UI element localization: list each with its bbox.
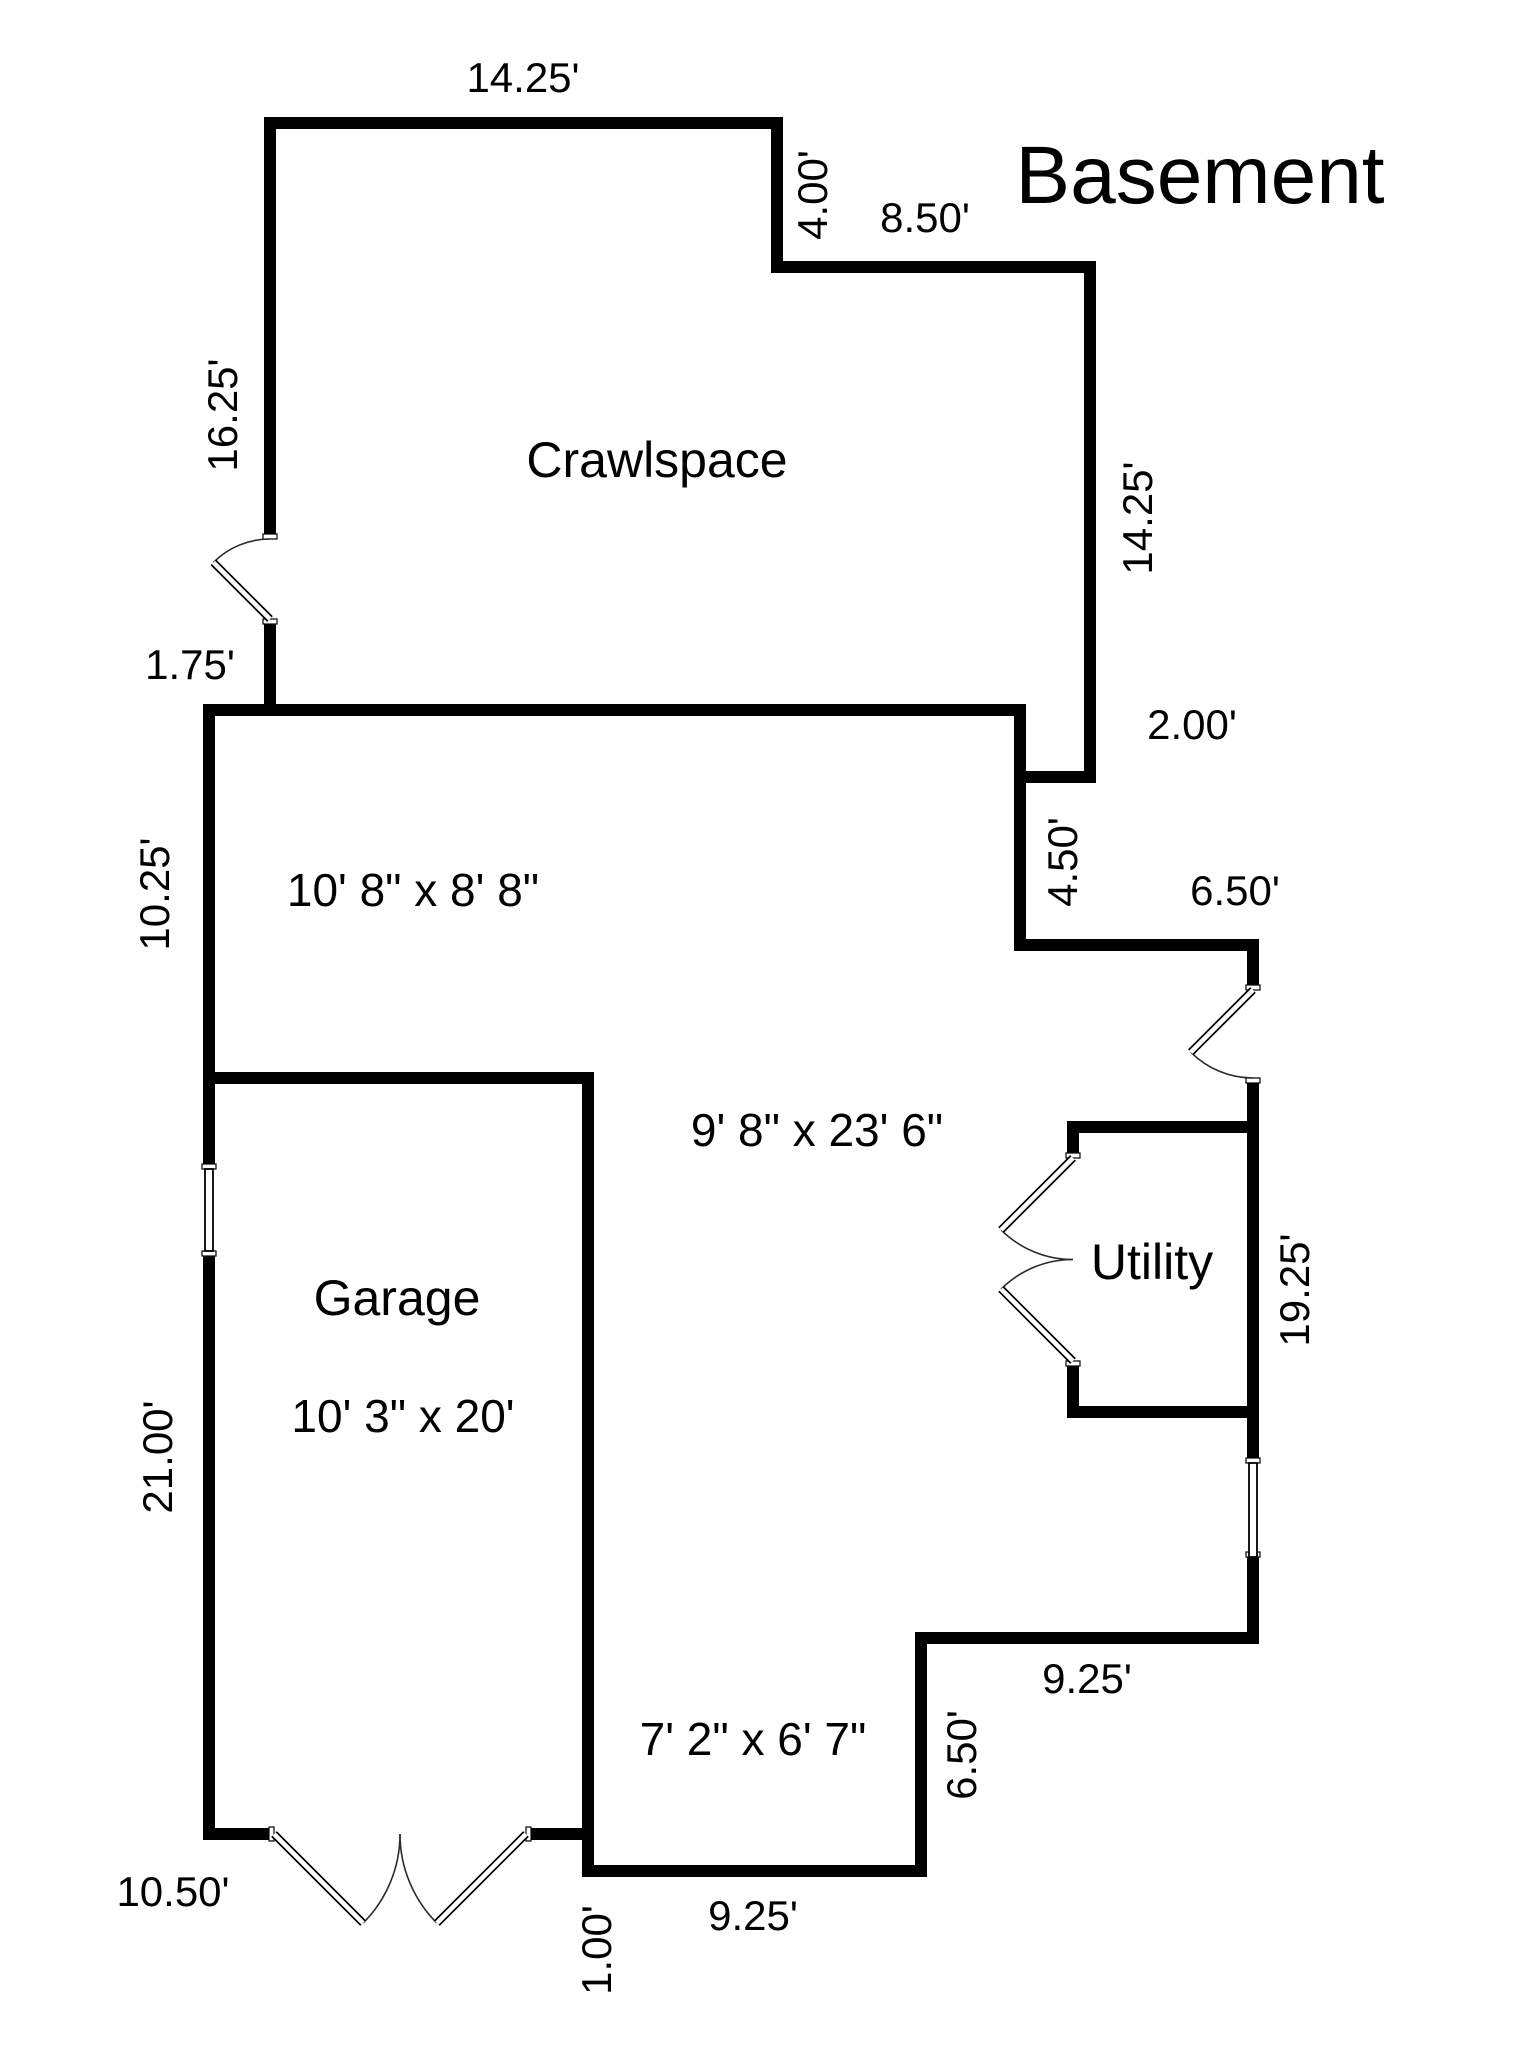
wall-crawlspace-left-lower [264,619,276,716]
wall-utility-left-lower [1067,1361,1079,1418]
page-title: Basement [1015,130,1384,221]
wall-right-middle [1247,1078,1259,1463]
wall-crawlspace-step-vertical [771,117,783,273]
dim-crawl-top-width: 14.25' [466,54,579,101]
wall-crawlspace-offset [1014,771,1096,783]
wall-utility-bottom [1067,1406,1259,1418]
wall-right-door-stub [1247,939,1259,990]
dim-right-upper-height: 4.50' [1039,817,1086,907]
labels: Basement 14.25' 4.00' 8.50' 16.25' 14.25… [116,54,1384,1995]
walls [203,117,1259,1877]
dim-upper-left-height: 10.25' [131,837,178,950]
room-size-garage: 10' 3" x 20' [291,1390,514,1442]
wall-garage-top [203,1072,594,1084]
dim-right-step-width: 6.50' [1190,867,1280,914]
utility-door-leaf-bottom-fill [999,1287,1075,1363]
wall-utility-left-upper [1067,1121,1079,1158]
utility-door-leaf-top-fill [999,1156,1075,1232]
utility-door-swing-arc-top [1000,1229,1074,1261]
dim-bottom-step-height: 1.00' [573,1905,620,1995]
wall-crawlspace-right [1084,261,1096,783]
wall-garage-bottom-left [203,1828,274,1840]
garage-window [204,1168,214,1252]
wall-main-left [203,704,215,1084]
dim-bottom-right-width: 9.25' [1042,1655,1132,1702]
windows [201,1163,1261,1558]
room-size-main: 9' 8" x 23' 6" [691,1104,943,1156]
garage-door-swing-arc-right [399,1833,438,1924]
dim-crawl-right-height: 14.25' [1114,461,1161,574]
dim-bottom-center-width: 9.25' [708,1892,798,1939]
right-door-swing-arc [1190,1051,1254,1079]
right-door-leaf-fill [1189,988,1255,1054]
dim-garage-bottom-width: 10.50' [116,1868,229,1915]
dim-crawl-left-offset: 1.75' [145,641,235,688]
wall-garage-left-lower [203,1251,215,1840]
crawlspace-door-leaf-fill [211,560,272,621]
room-label-utility: Utility [1091,1234,1213,1290]
wall-garage-left-upper [203,1072,215,1169]
garage-door-leaf-right-fill [435,1832,528,1925]
dim-crawl-step-width: 8.50' [880,194,970,241]
wall-crawlspace-top [264,117,783,129]
wall-garage-bottom-right [526,1828,594,1840]
room-size-upper: 10' 8" x 8' 8" [287,864,539,916]
dim-crawl-right-offset: 2.00' [1147,701,1237,748]
garage-door-leaf-left-fill [272,1832,365,1925]
wall-crawlspace-step-horizontal [771,261,1096,273]
room-label-crawlspace: Crawlspace [526,432,787,488]
wall-main-right-upper [1014,704,1026,951]
wall-main-top [203,704,1026,716]
room-size-lower: 7' 2" x 6' 7" [640,1713,867,1765]
wall-bottom-center [582,1865,927,1877]
wall-right-lower [1247,1557,1259,1644]
garage-door-swing-arc-left [362,1833,401,1924]
dim-crawl-left-height: 16.25' [199,358,246,471]
wall-garage-right [582,1072,594,1877]
dim-crawl-step-height: 4.00' [789,150,836,240]
right-door-jamb-bottom [1245,1077,1261,1084]
wall-bottom-right-horizontal [915,1632,1259,1644]
utility-door-swing-arc-bottom [1000,1258,1074,1290]
wall-bottom-right-vertical [915,1632,927,1877]
dim-bottom-right-height: 6.50' [938,1710,985,1800]
right-window [1248,1462,1258,1558]
wall-utility-top [1067,1121,1259,1133]
wall-crawlspace-left-upper [264,117,276,539]
dim-right-wall-height: 19.25' [1271,1233,1318,1346]
wall-right-step [1014,939,1259,951]
crawlspace-door-swing-arc [212,538,271,563]
dim-garage-left-height: 21.00' [134,1400,181,1513]
doors [210,533,1261,1926]
room-label-garage: Garage [314,1270,481,1326]
